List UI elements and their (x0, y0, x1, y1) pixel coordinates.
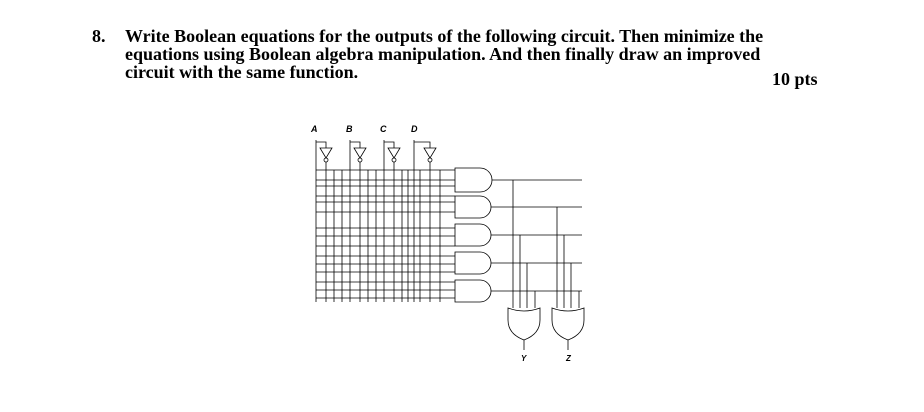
inverter-b (353, 147, 367, 163)
inverter-a (319, 147, 333, 163)
gate-input-wires (316, 169, 455, 299)
branch-a (316, 141, 327, 148)
inverter-d (423, 147, 437, 163)
and-gate-5 (454, 279, 492, 303)
and-gate-3 (454, 223, 492, 247)
input-label-d: D (411, 124, 418, 134)
points-value: 10 pts (772, 69, 818, 89)
inverter-c (387, 147, 401, 163)
input-label-c: C (380, 124, 387, 134)
or-gate-y (507, 307, 541, 341)
branch-b (350, 141, 361, 148)
output-label-y: Y (521, 354, 527, 363)
branch-d (414, 141, 431, 148)
question-text-line-1: Write Boolean equations for the outputs … (125, 26, 764, 46)
question-block: 8. Write Boolean equations for the outpu… (0, 0, 924, 100)
and-output-wires (491, 179, 582, 292)
question-number: 8. (92, 26, 106, 46)
or-input-wires (512, 180, 580, 308)
output-label-z: Z (565, 354, 572, 363)
question-text-line-3: circuit with the same function. (125, 62, 359, 82)
and-gate-1 (454, 167, 493, 193)
question-text-line-2: equations using Boolean algebra manipula… (125, 44, 761, 64)
branch-c (384, 141, 395, 148)
and-gate-4 (454, 251, 492, 275)
input-label-a: A (310, 124, 318, 134)
input-label-b: B (346, 124, 353, 134)
or-gate-z (551, 307, 585, 341)
and-gate-2 (454, 195, 492, 219)
